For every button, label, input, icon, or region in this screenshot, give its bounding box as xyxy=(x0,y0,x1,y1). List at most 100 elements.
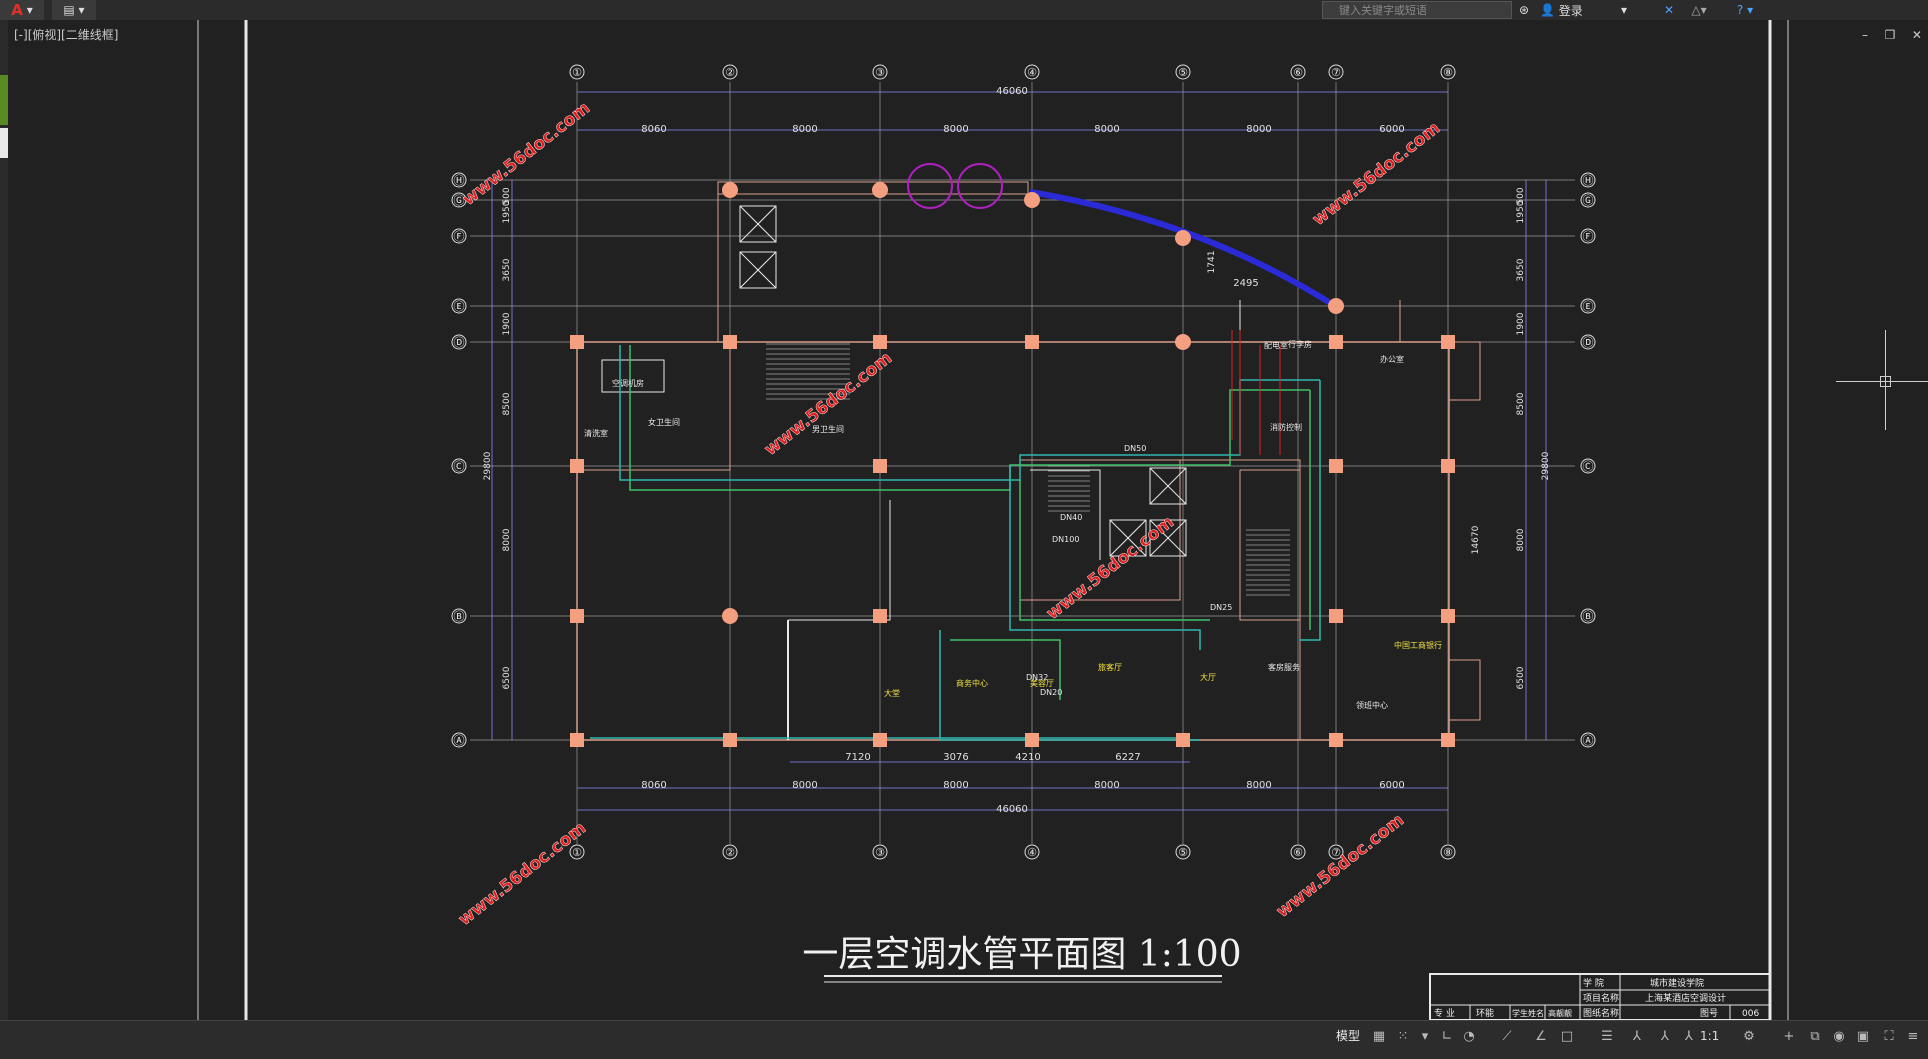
grid-bubble-left xyxy=(451,608,467,624)
grid-label-left: Ⓔ xyxy=(454,300,465,313)
grid-label-right: Ⓖ xyxy=(1583,194,1594,207)
dim-col-top: 8000 xyxy=(1246,124,1271,135)
search-input[interactable]: 键入关键字或短语 xyxy=(1322,1,1512,19)
binoculars-icon[interactable]: ⊛ xyxy=(1518,3,1530,17)
close-icon[interactable]: ✕ xyxy=(1911,28,1922,42)
lineweight-icon[interactable]: ☰ xyxy=(1601,1029,1613,1044)
structural-column xyxy=(1441,459,1455,473)
grid-bubble-bottom xyxy=(722,844,738,860)
isolate-icon[interactable]: ◉ xyxy=(1833,1029,1845,1044)
grid-bubble-bottom xyxy=(1175,844,1191,860)
dim-left: 1950 xyxy=(502,200,512,223)
elevator-shaft xyxy=(739,251,777,289)
dim-left: 6500 xyxy=(502,666,512,689)
tb-sheet-label: 图号 xyxy=(1700,1008,1718,1019)
annotation-icon[interactable]: ⅄ xyxy=(1633,1029,1641,1044)
exchange-icon[interactable]: ✕ xyxy=(1663,3,1675,17)
angle-icon[interactable]: ∠ xyxy=(1535,1029,1547,1044)
watermark-text: www.56doc.com xyxy=(1273,810,1408,922)
osnap-icon[interactable]: □ xyxy=(1560,1029,1574,1044)
annotation-scale[interactable]: 1:1 xyxy=(1700,1029,1720,1043)
dim-bottom: 6227 xyxy=(1115,752,1140,763)
dim-right-total: 29800 xyxy=(1541,451,1551,480)
round-column xyxy=(722,608,738,624)
dim-total-top: 46060 xyxy=(996,86,1028,97)
elevator-shaft xyxy=(1149,519,1187,557)
snap-icon[interactable]: ⁙ xyxy=(1397,1029,1409,1044)
room-label: 领班中心 xyxy=(1356,700,1388,710)
workspace-icon[interactable]: ⧉ xyxy=(1810,1029,1820,1044)
room-label: 大厅 xyxy=(1200,672,1216,682)
grid-label-left: Ⓐ xyxy=(454,734,465,747)
annotation-visibility-icon[interactable]: ⅄ xyxy=(1661,1029,1669,1044)
room-label: 男卫生间 xyxy=(812,424,844,434)
elevator-x xyxy=(1149,519,1187,557)
room-label: 配电室 xyxy=(1264,340,1288,350)
hardware-accel-icon[interactable]: ▣ xyxy=(1856,1029,1870,1044)
elevator-x xyxy=(1109,519,1147,557)
grid-bubble-left xyxy=(451,192,467,208)
dim-right: 1900 xyxy=(1516,312,1526,335)
grid-label-left: Ⓗ xyxy=(454,174,465,187)
dim-right: 500 xyxy=(1516,187,1526,204)
drawing-title: 一层空调水管平面图 1:100 xyxy=(802,934,1241,975)
viewport-controls-label[interactable]: [-][俯视][二维线框] xyxy=(14,28,119,42)
grid-bubble-left xyxy=(451,228,467,244)
stairs xyxy=(739,163,1290,596)
room-label: 清洗室 xyxy=(584,428,608,438)
dim-side: 14670 xyxy=(1471,525,1481,554)
grid-label-left: Ⓕ xyxy=(454,230,465,243)
restore-icon[interactable]: ❐ xyxy=(1884,28,1896,42)
dim-col-top: 8000 xyxy=(1094,124,1119,135)
structural-column xyxy=(723,335,737,349)
structural-column xyxy=(1441,609,1455,623)
grid-bubble-right xyxy=(1580,732,1596,748)
structural-column xyxy=(1441,335,1455,349)
object-track-icon[interactable]: ⟋ xyxy=(1502,1029,1512,1044)
elevator-x xyxy=(739,205,777,243)
tb-project: 上海某酒店空调设计 xyxy=(1645,992,1726,1004)
structural-column xyxy=(1329,335,1343,349)
grid-bubble-right xyxy=(1580,192,1596,208)
auto-scale-icon[interactable]: ⅄ xyxy=(1685,1029,1693,1044)
ortho-icon[interactable]: ∟ xyxy=(1441,1029,1453,1044)
grid-icon[interactable]: ▦ xyxy=(1372,1029,1386,1044)
help-icon[interactable]: ? ▾ xyxy=(1736,3,1754,17)
pipe-size-label: DN100 xyxy=(1052,535,1079,544)
grid-label-bottom: ③ xyxy=(875,846,885,859)
white-tab xyxy=(0,128,8,158)
autodesk-a360-icon[interactable]: △▾ xyxy=(1691,3,1707,17)
structural-column xyxy=(570,459,584,473)
room-label: 消防控制 xyxy=(1270,422,1302,432)
structural-column xyxy=(873,609,887,623)
structural-column xyxy=(570,335,584,349)
tb-major-label: 专 业 xyxy=(1434,1007,1455,1019)
structural-columns xyxy=(570,182,1455,747)
quick-access-save-icon[interactable]: ▤ ▾ xyxy=(52,0,96,20)
polar-icon[interactable]: ◔ xyxy=(1463,1029,1475,1044)
pipe-size-label: DN25 xyxy=(1210,603,1232,612)
grid-bubble-bottom xyxy=(1328,844,1344,860)
model-space-button[interactable]: 模型 xyxy=(1336,1029,1361,1043)
dim-bottom: 3076 xyxy=(943,752,968,763)
walls xyxy=(576,181,1481,741)
grid-label-top: ② xyxy=(725,66,735,79)
dropdown-icon[interactable]: ▾ xyxy=(1421,1029,1429,1044)
fullscreen-icon[interactable]: ⛶ xyxy=(1884,1029,1894,1044)
drawing-canvas[interactable] xyxy=(0,20,1928,1020)
round-column xyxy=(722,182,738,198)
customize-menu-icon[interactable]: ≡ xyxy=(1907,1029,1919,1044)
dim-right: 8000 xyxy=(1516,528,1526,551)
gear-icon[interactable]: ⚙ xyxy=(1743,1029,1755,1044)
login-button[interactable]: 👤 登录 ▾ xyxy=(1540,3,1627,18)
plus-icon[interactable]: + xyxy=(1783,1029,1795,1044)
room-label: 商务中心 xyxy=(956,678,988,688)
autocad-logo-icon[interactable]: A ▾ xyxy=(0,0,44,20)
structural-column xyxy=(873,459,887,473)
grid-label-right: Ⓐ xyxy=(1583,734,1594,747)
dim-left: 500 xyxy=(502,187,512,204)
grid-label-bottom: ⑤ xyxy=(1178,846,1188,859)
viewport-window-controls: – ❐ ✕ xyxy=(1862,28,1922,42)
minimize-icon[interactable]: – xyxy=(1862,28,1868,42)
grid-label-left: Ⓑ xyxy=(454,610,465,623)
